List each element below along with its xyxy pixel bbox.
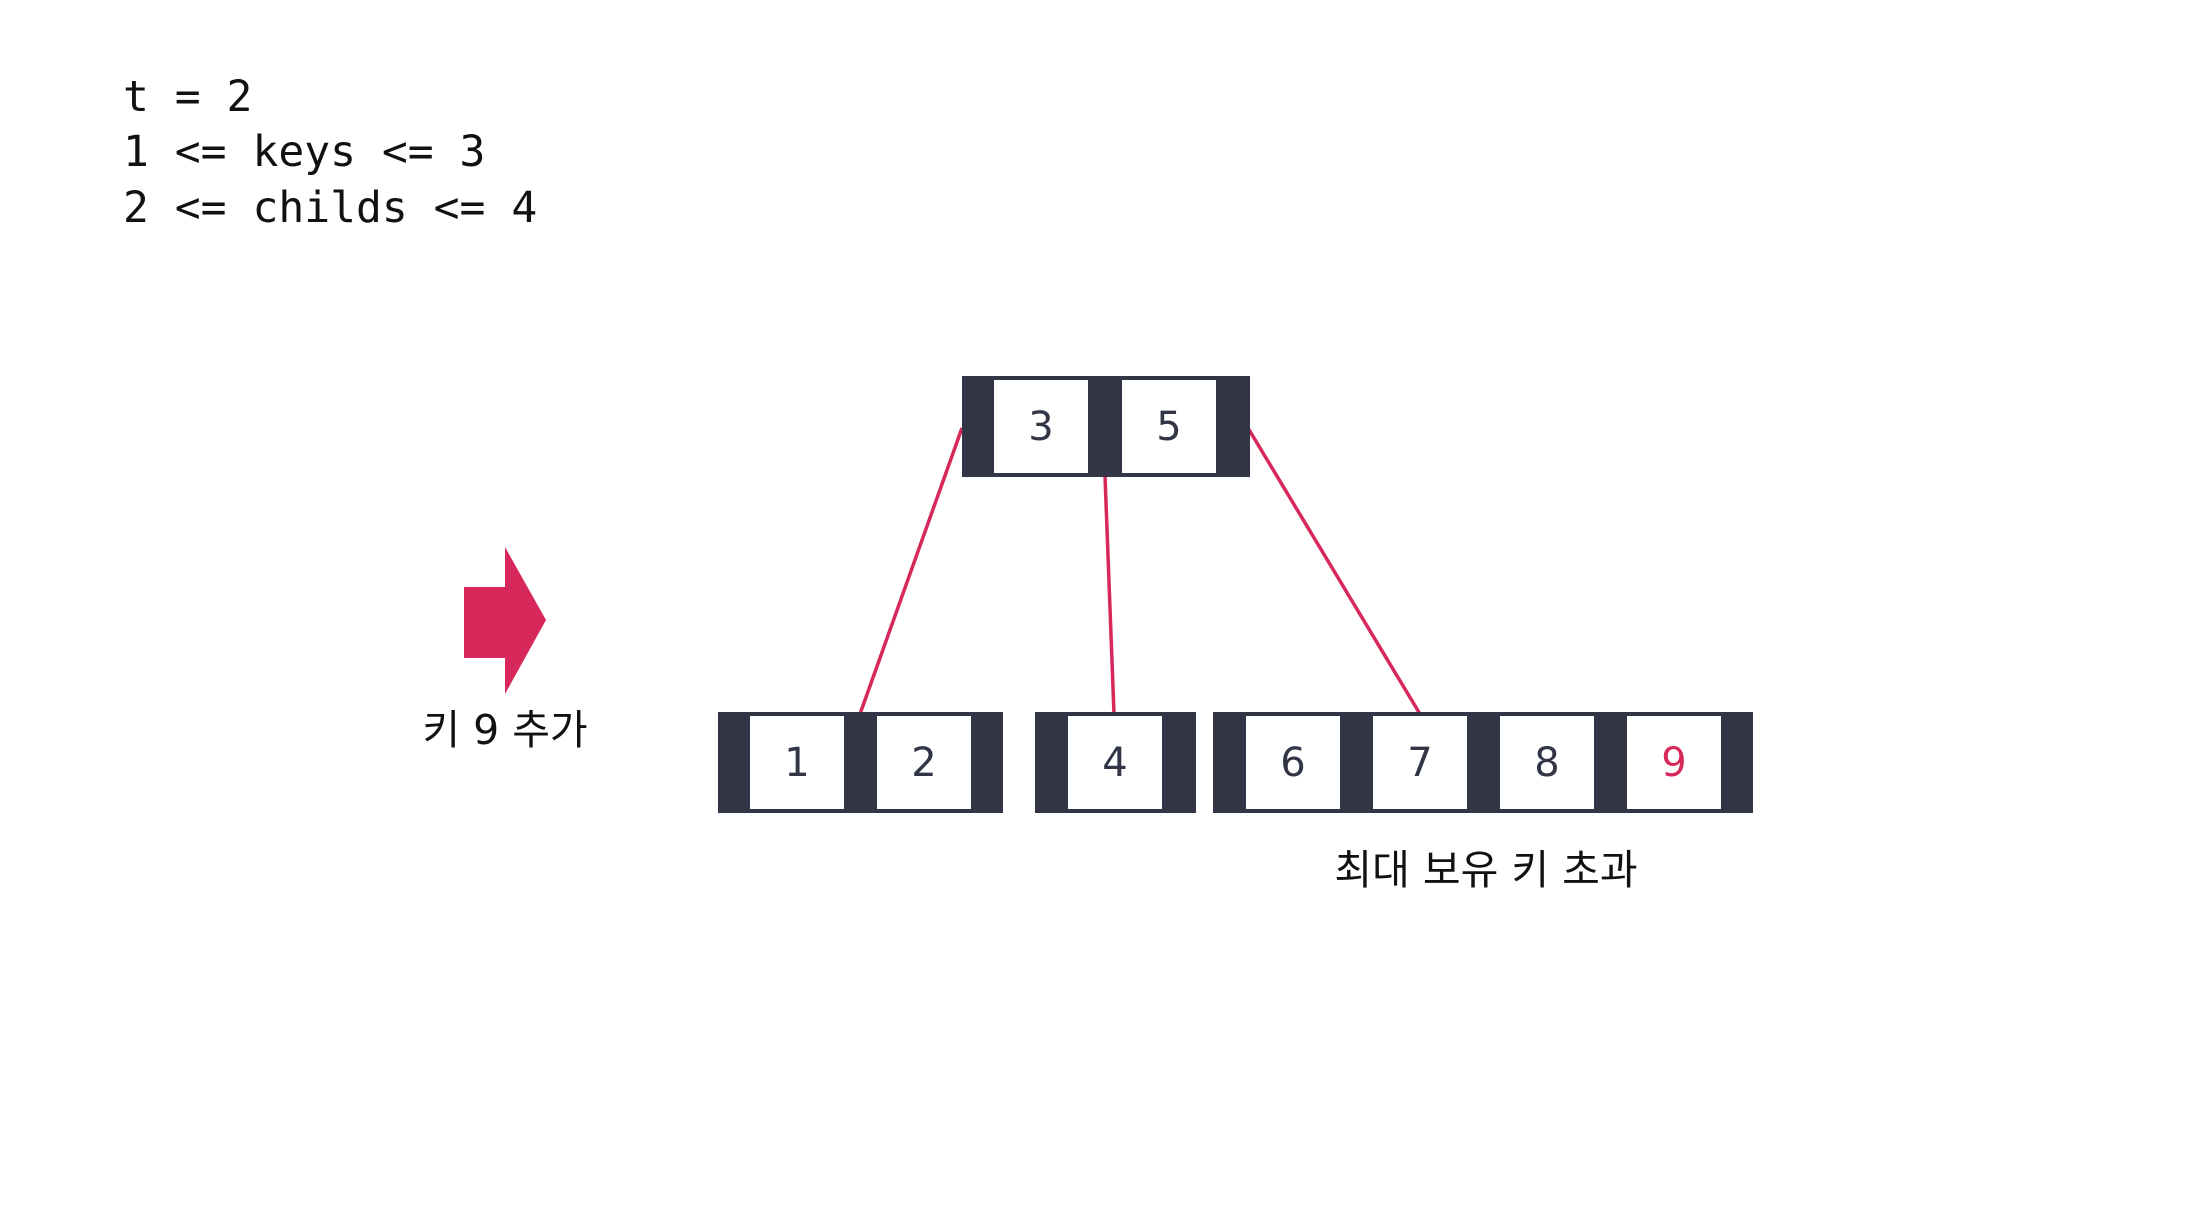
key-label: 7 — [1407, 740, 1432, 786]
key-cell-highlighted — [1627, 716, 1721, 809]
key-label: 4 — [1102, 740, 1127, 786]
key-label: 2 — [911, 740, 936, 786]
key-cell — [1500, 716, 1594, 809]
key-cell — [1068, 716, 1162, 809]
root-node: 3 5 — [962, 376, 1250, 477]
key-label: 5 — [1156, 404, 1181, 450]
key-cell — [1246, 716, 1340, 809]
key-label: 1 — [784, 740, 809, 786]
arrow-right-icon — [464, 547, 546, 694]
key-cell — [1122, 380, 1216, 473]
param-line-keys: 1 <= keys <= 3 — [123, 127, 485, 177]
param-line-t: t = 2 — [123, 72, 252, 122]
edge-root-child-2 — [1103, 475, 1116, 715]
parameters-block: t = 2 1 <= keys <= 3 2 <= childs <= 4 — [123, 72, 537, 233]
key-cell — [1373, 716, 1467, 809]
key-label: 3 — [1028, 404, 1053, 450]
param-line-childs: 2 <= childs <= 4 — [123, 183, 537, 233]
action-label: 키 9 추가 — [422, 706, 587, 754]
key-cell — [750, 716, 844, 809]
key-cell — [994, 380, 1088, 473]
edge-root-child-1 — [858, 427, 964, 715]
key-label: 8 — [1534, 740, 1559, 786]
child-node-2: 4 — [1035, 712, 1196, 813]
key-label-highlighted: 9 — [1661, 740, 1686, 786]
edge-root-child-3 — [1246, 427, 1422, 715]
child-node-1: 1 2 — [718, 712, 1003, 813]
key-cell — [877, 716, 971, 809]
key-label: 6 — [1280, 740, 1305, 786]
child-node-3: 6 7 8 9 — [1213, 712, 1753, 813]
overflow-label: 최대 보유 키 초과 — [1334, 846, 1637, 894]
edges — [858, 427, 1422, 715]
